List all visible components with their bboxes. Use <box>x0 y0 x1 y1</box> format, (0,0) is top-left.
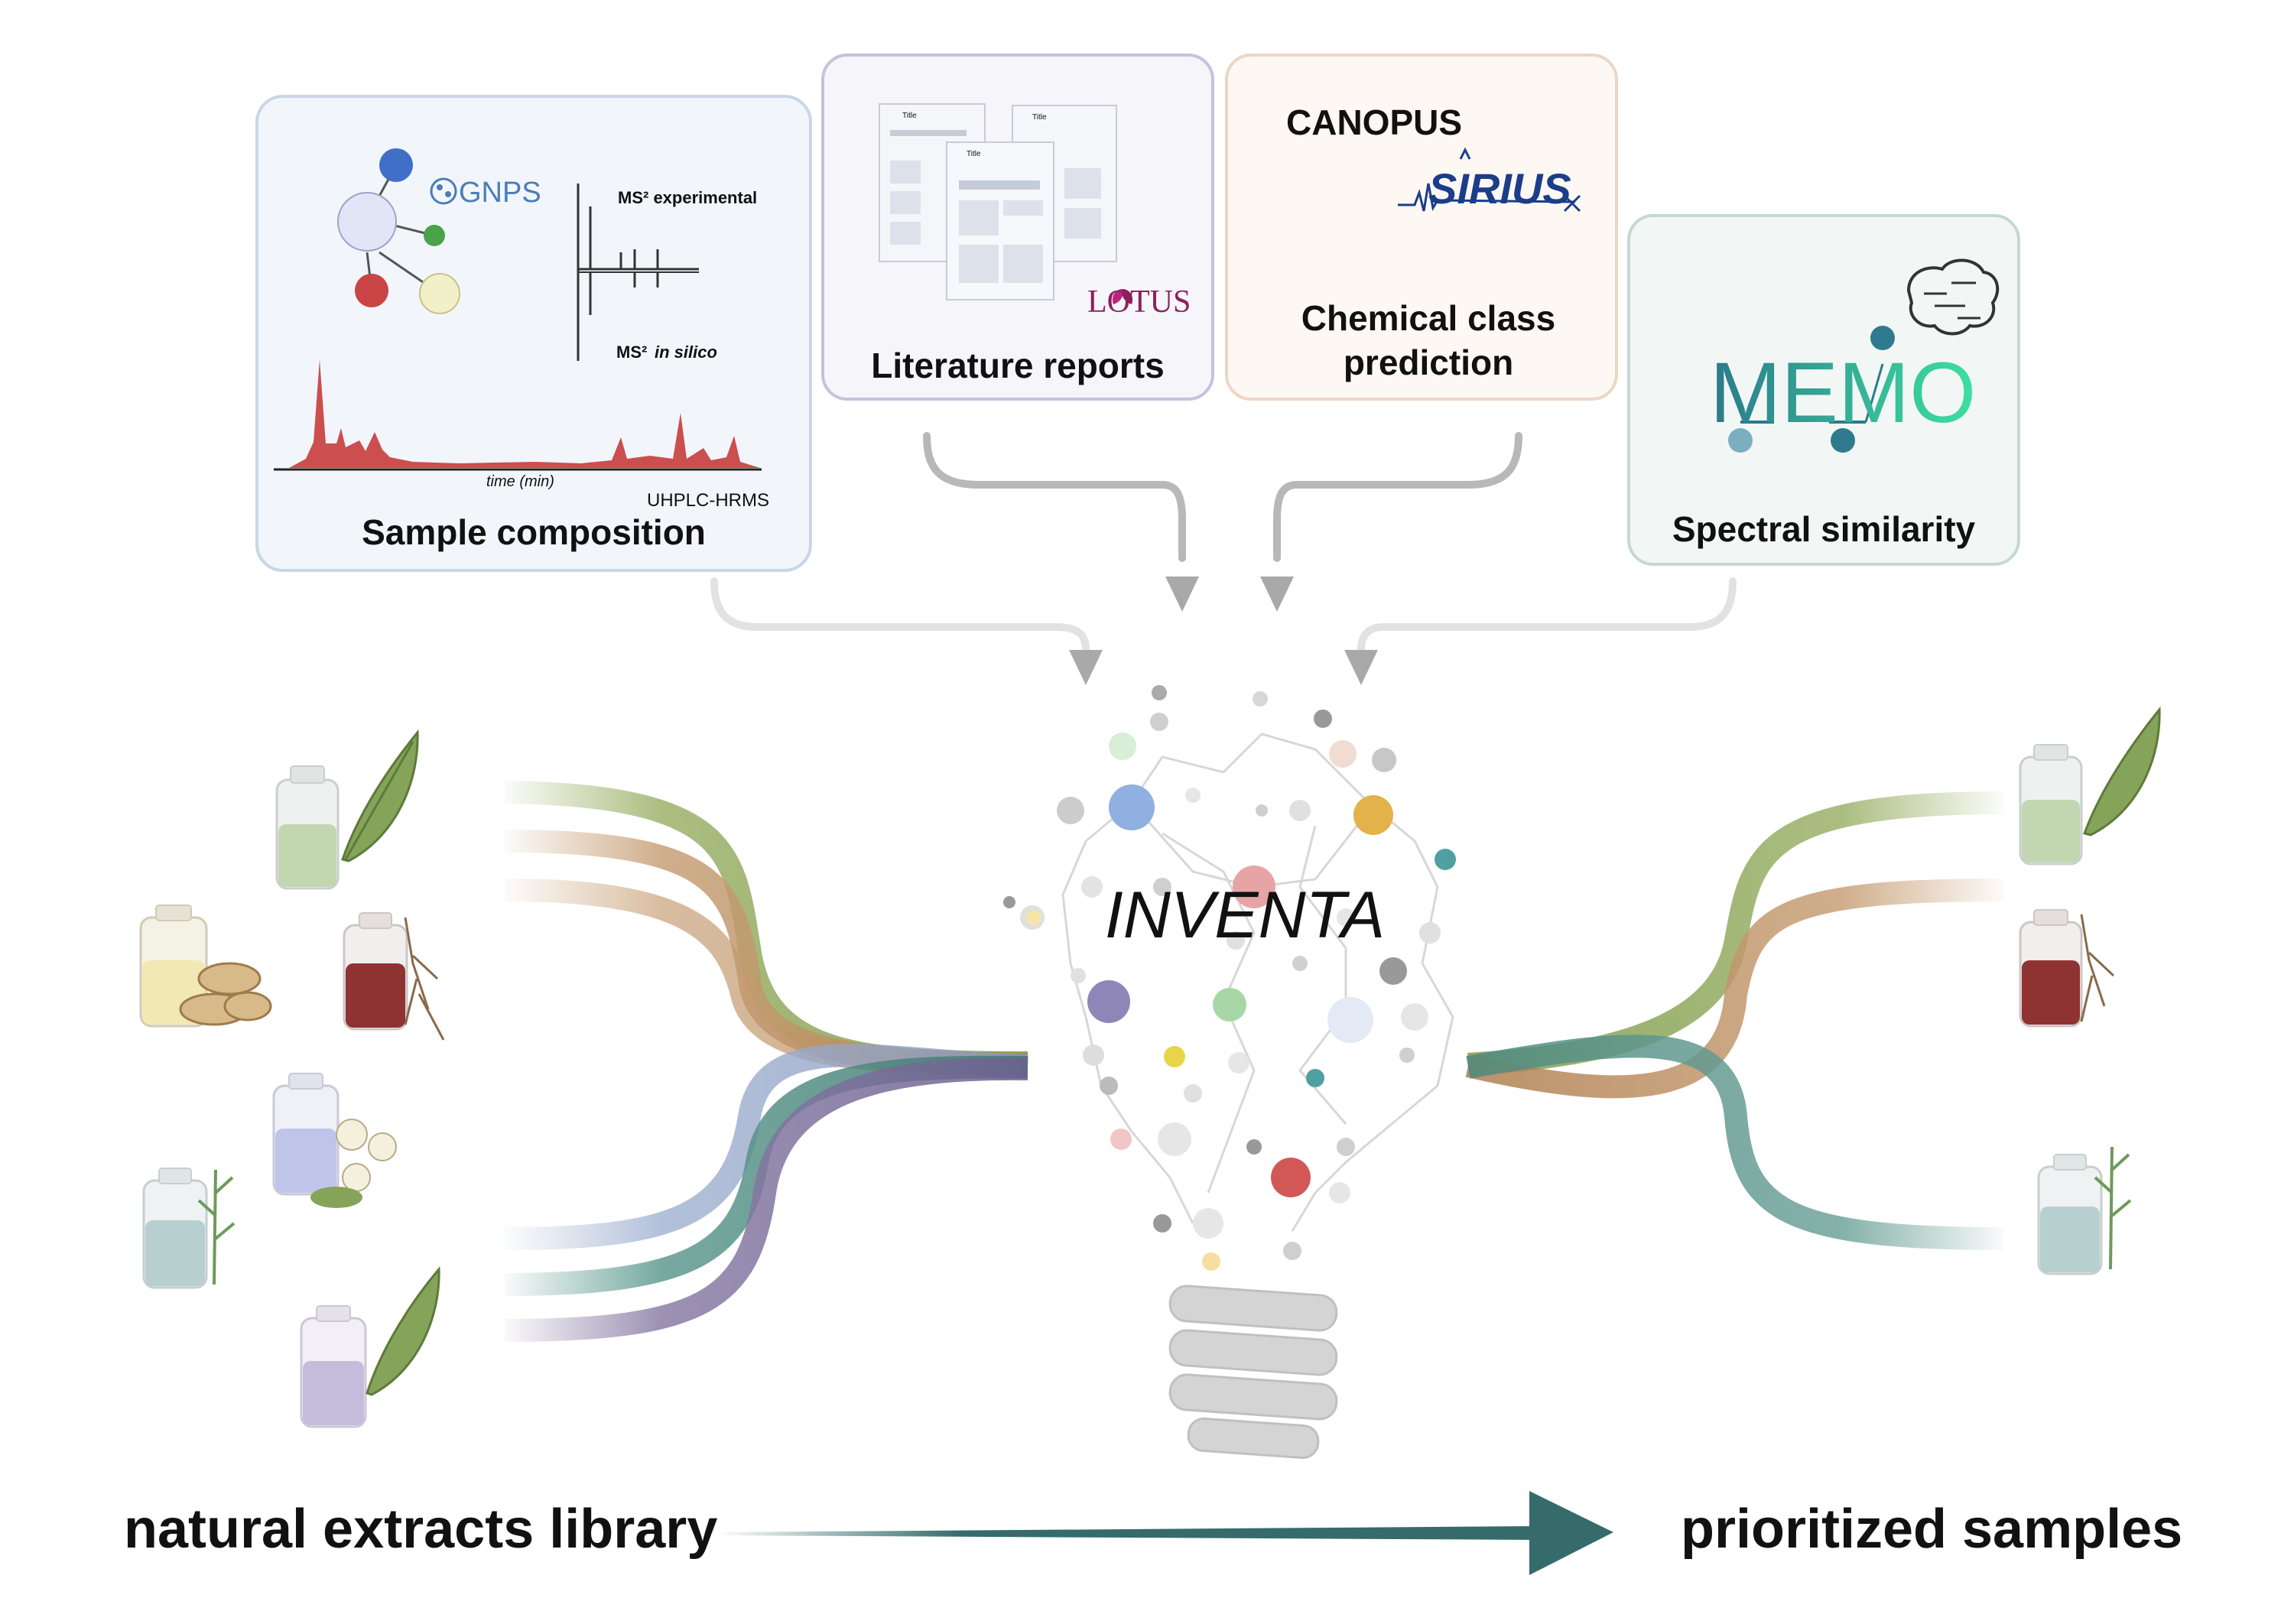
bottle-purple-oak <box>300 1266 440 1428</box>
sirius-label: SIRIUS <box>1428 164 1571 213</box>
prioritized-samples-label: prioritized samples <box>1681 1499 2182 1560</box>
lotus-logo: LOTUS <box>1087 284 1191 320</box>
chemical-class-title-line1: Chemical class <box>1301 298 1555 338</box>
sample-composition-title: Sample composition <box>362 512 706 552</box>
literature-reports-panel: Title Title Title LOTUS Literature repor… <box>821 54 1214 401</box>
bottle-teal-plant-right <box>2037 1146 2132 1275</box>
gnps-logo: GNPS <box>430 177 541 209</box>
ms2-spectrum-icon <box>577 184 699 361</box>
sirius-logo: SIRIUS <box>1398 147 1581 213</box>
connector-arrows <box>710 432 1737 654</box>
bottle-red-roots <box>343 912 445 1041</box>
inventa-title: INVENTA <box>1105 879 1385 952</box>
right-prioritized-streams <box>1465 791 2004 1250</box>
document-icons: Title Title Title <box>879 103 1117 300</box>
doc-title-1: Title <box>902 112 917 120</box>
bottle-green-oak-right <box>2019 706 2161 866</box>
bottle-teal-plant <box>142 1168 236 1289</box>
bottle-red-roots-right <box>2019 909 2115 1028</box>
bottle-yellow-seeds <box>139 905 272 1028</box>
bottle-green-oak <box>275 729 419 890</box>
right-prioritized-samples <box>2019 706 2161 1275</box>
bulb-base <box>1168 1285 1338 1460</box>
bottle-blue-flowers <box>272 1073 397 1208</box>
left-extract-streams <box>504 781 1028 1342</box>
memo-label: MEMO <box>1710 345 1976 440</box>
progress-arrow <box>716 1491 1613 1575</box>
canopus-label: CANOPUS <box>1286 102 1462 142</box>
molecular-network-icon <box>337 148 460 314</box>
natural-extracts-library-label: natural extracts library <box>124 1499 717 1560</box>
lightbulb-network-icon: INVENTA <box>1003 685 1456 1460</box>
doc-title-2: Title <box>1032 113 1047 122</box>
brain-icon <box>1906 258 2000 336</box>
sample-composition-panel: GNPS MS² experimental MS² in silico time… <box>255 95 812 572</box>
ms2-experimental-label: MS² experimental <box>618 188 757 207</box>
uhplc-hrms-label: UHPLC-HRMS <box>647 490 769 511</box>
spectral-similarity-panel: MEMO Spectral similarity <box>1627 214 2020 566</box>
chemical-class-panel: CANOPUS SIRIUS Chemical class prediction <box>1225 54 1618 401</box>
doc-title-3: Title <box>967 150 981 158</box>
left-extract-samples <box>139 729 445 1428</box>
spectral-similarity-title: Spectral similarity <box>1672 509 1976 549</box>
lotus-label: LOTUS <box>1087 284 1191 320</box>
ms2-prefix-label: MS² <box>616 343 647 362</box>
network-nodes <box>1003 685 1456 1271</box>
literature-reports-title: Literature reports <box>871 346 1164 385</box>
ms2-in-silico-label: in silico <box>655 343 717 362</box>
gnps-label: GNPS <box>459 177 541 209</box>
time-axis-label: time (min) <box>486 473 554 490</box>
memo-logo: MEMO <box>1710 326 1976 453</box>
chemical-class-title-line2: prediction <box>1344 343 1513 382</box>
arrow-heads <box>1069 577 1378 685</box>
chromatogram-icon <box>274 359 762 471</box>
